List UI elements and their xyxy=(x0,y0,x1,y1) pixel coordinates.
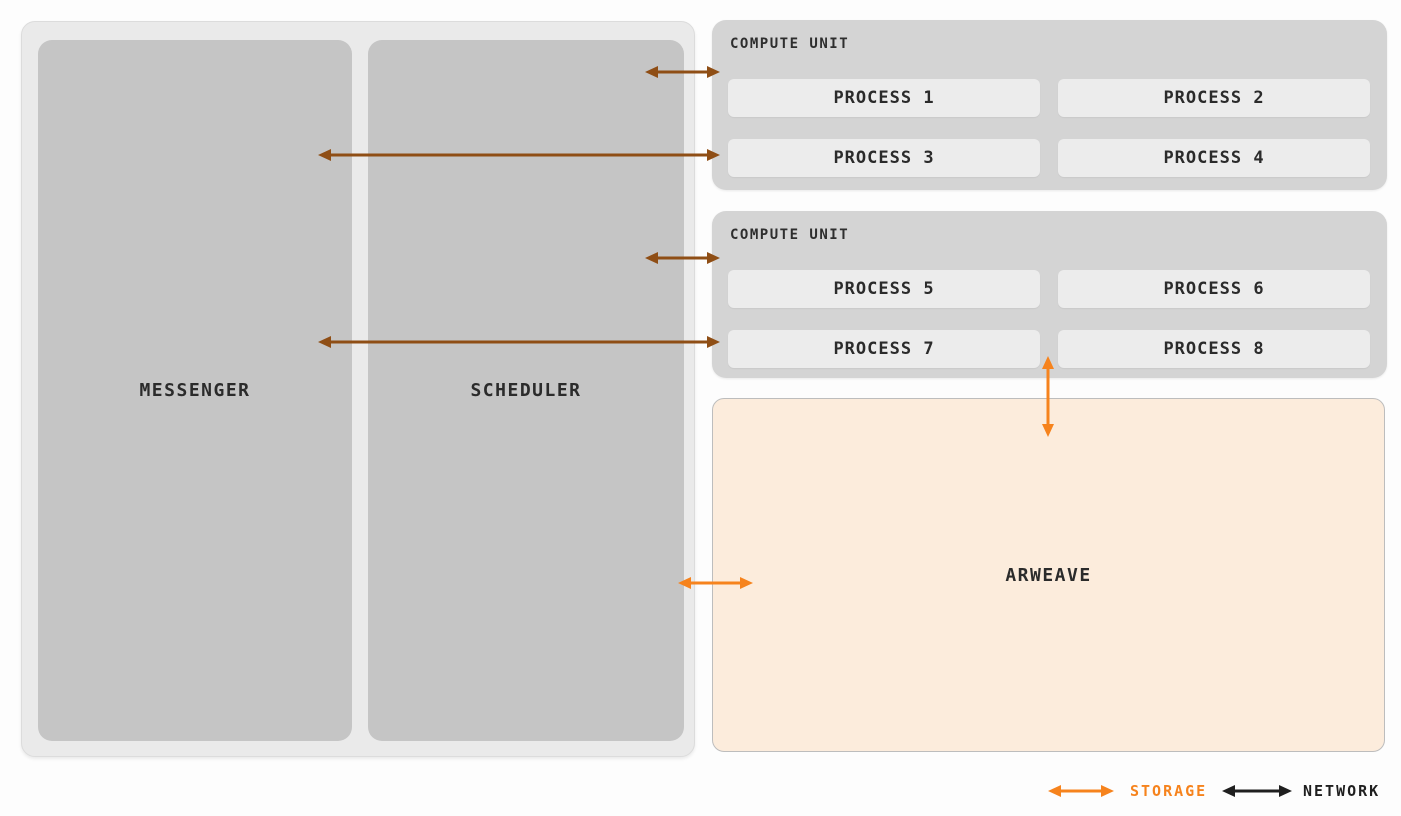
network-arrow-messenger-cu1-icon xyxy=(318,148,720,162)
arrowhead-left-icon xyxy=(678,577,691,589)
compute-unit-1-box: COMPUTE UNIT PROCESS 1 PROCESS 2 PROCESS… xyxy=(712,20,1387,190)
legend-network-label: NETWORK xyxy=(1303,782,1381,800)
arrowhead-right-icon xyxy=(1101,785,1114,797)
process-1-pill: PROCESS 1 xyxy=(728,79,1040,117)
arweave-label: ARWEAVE xyxy=(1005,564,1092,586)
legend-storage-arrow-icon xyxy=(1048,784,1114,798)
arrowhead-left-icon xyxy=(318,149,331,161)
arrowhead-right-icon xyxy=(1279,785,1292,797)
process-3-pill: PROCESS 3 xyxy=(728,139,1040,177)
network-arrow-scheduler-cu2-icon xyxy=(645,251,720,265)
storage-arrow-cu2-arweave-icon xyxy=(1041,356,1055,437)
legend-network-arrow-icon xyxy=(1222,784,1292,798)
arrow-shaft xyxy=(327,340,711,344)
arrow-shaft xyxy=(687,581,744,585)
arrowhead-left-icon xyxy=(645,252,658,264)
messenger-scheduler-cluster: MESSENGER SCHEDULER xyxy=(21,21,695,757)
arrowhead-left-icon xyxy=(1048,785,1061,797)
arrow-shaft xyxy=(1057,789,1105,793)
process-5-pill: PROCESS 5 xyxy=(728,270,1040,308)
process-6-pill: PROCESS 6 xyxy=(1058,270,1370,308)
arrow-shaft xyxy=(1046,365,1050,428)
messenger-label: MESSENGER xyxy=(139,380,251,401)
process-4-pill: PROCESS 4 xyxy=(1058,139,1370,177)
arrowhead-right-icon xyxy=(707,66,720,78)
legend-storage-label: STORAGE xyxy=(1130,782,1208,800)
arrowhead-right-icon xyxy=(707,252,720,264)
arrow-shaft xyxy=(654,70,711,74)
arweave-box: ARWEAVE xyxy=(712,398,1385,752)
network-arrow-messenger-cu2-icon xyxy=(318,335,720,349)
arrow-shaft xyxy=(1231,789,1283,793)
scheduler-label: SCHEDULER xyxy=(470,380,582,401)
process-7-pill: PROCESS 7 xyxy=(728,330,1040,368)
arrowhead-left-icon xyxy=(1222,785,1235,797)
arrow-shaft xyxy=(327,153,711,157)
arrow-shaft xyxy=(654,256,711,260)
network-arrow-scheduler-cu1-icon xyxy=(645,65,720,79)
compute-unit-1-title: COMPUTE UNIT xyxy=(730,36,850,52)
scheduler-box: SCHEDULER xyxy=(368,40,684,741)
arrowhead-bottom-icon xyxy=(1042,424,1054,437)
arrowhead-right-icon xyxy=(707,336,720,348)
storage-arrow-cluster-arweave-icon xyxy=(678,576,753,590)
process-2-pill: PROCESS 2 xyxy=(1058,79,1370,117)
arrowhead-right-icon xyxy=(707,149,720,161)
arrowhead-top-icon xyxy=(1042,356,1054,369)
process-8-pill: PROCESS 8 xyxy=(1058,330,1370,368)
compute-unit-2-title: COMPUTE UNIT xyxy=(730,227,850,243)
compute-unit-2-box: COMPUTE UNIT PROCESS 5 PROCESS 6 PROCESS… xyxy=(712,211,1387,378)
arrowhead-right-icon xyxy=(740,577,753,589)
arrowhead-left-icon xyxy=(645,66,658,78)
arrowhead-left-icon xyxy=(318,336,331,348)
messenger-box: MESSENGER xyxy=(38,40,352,741)
